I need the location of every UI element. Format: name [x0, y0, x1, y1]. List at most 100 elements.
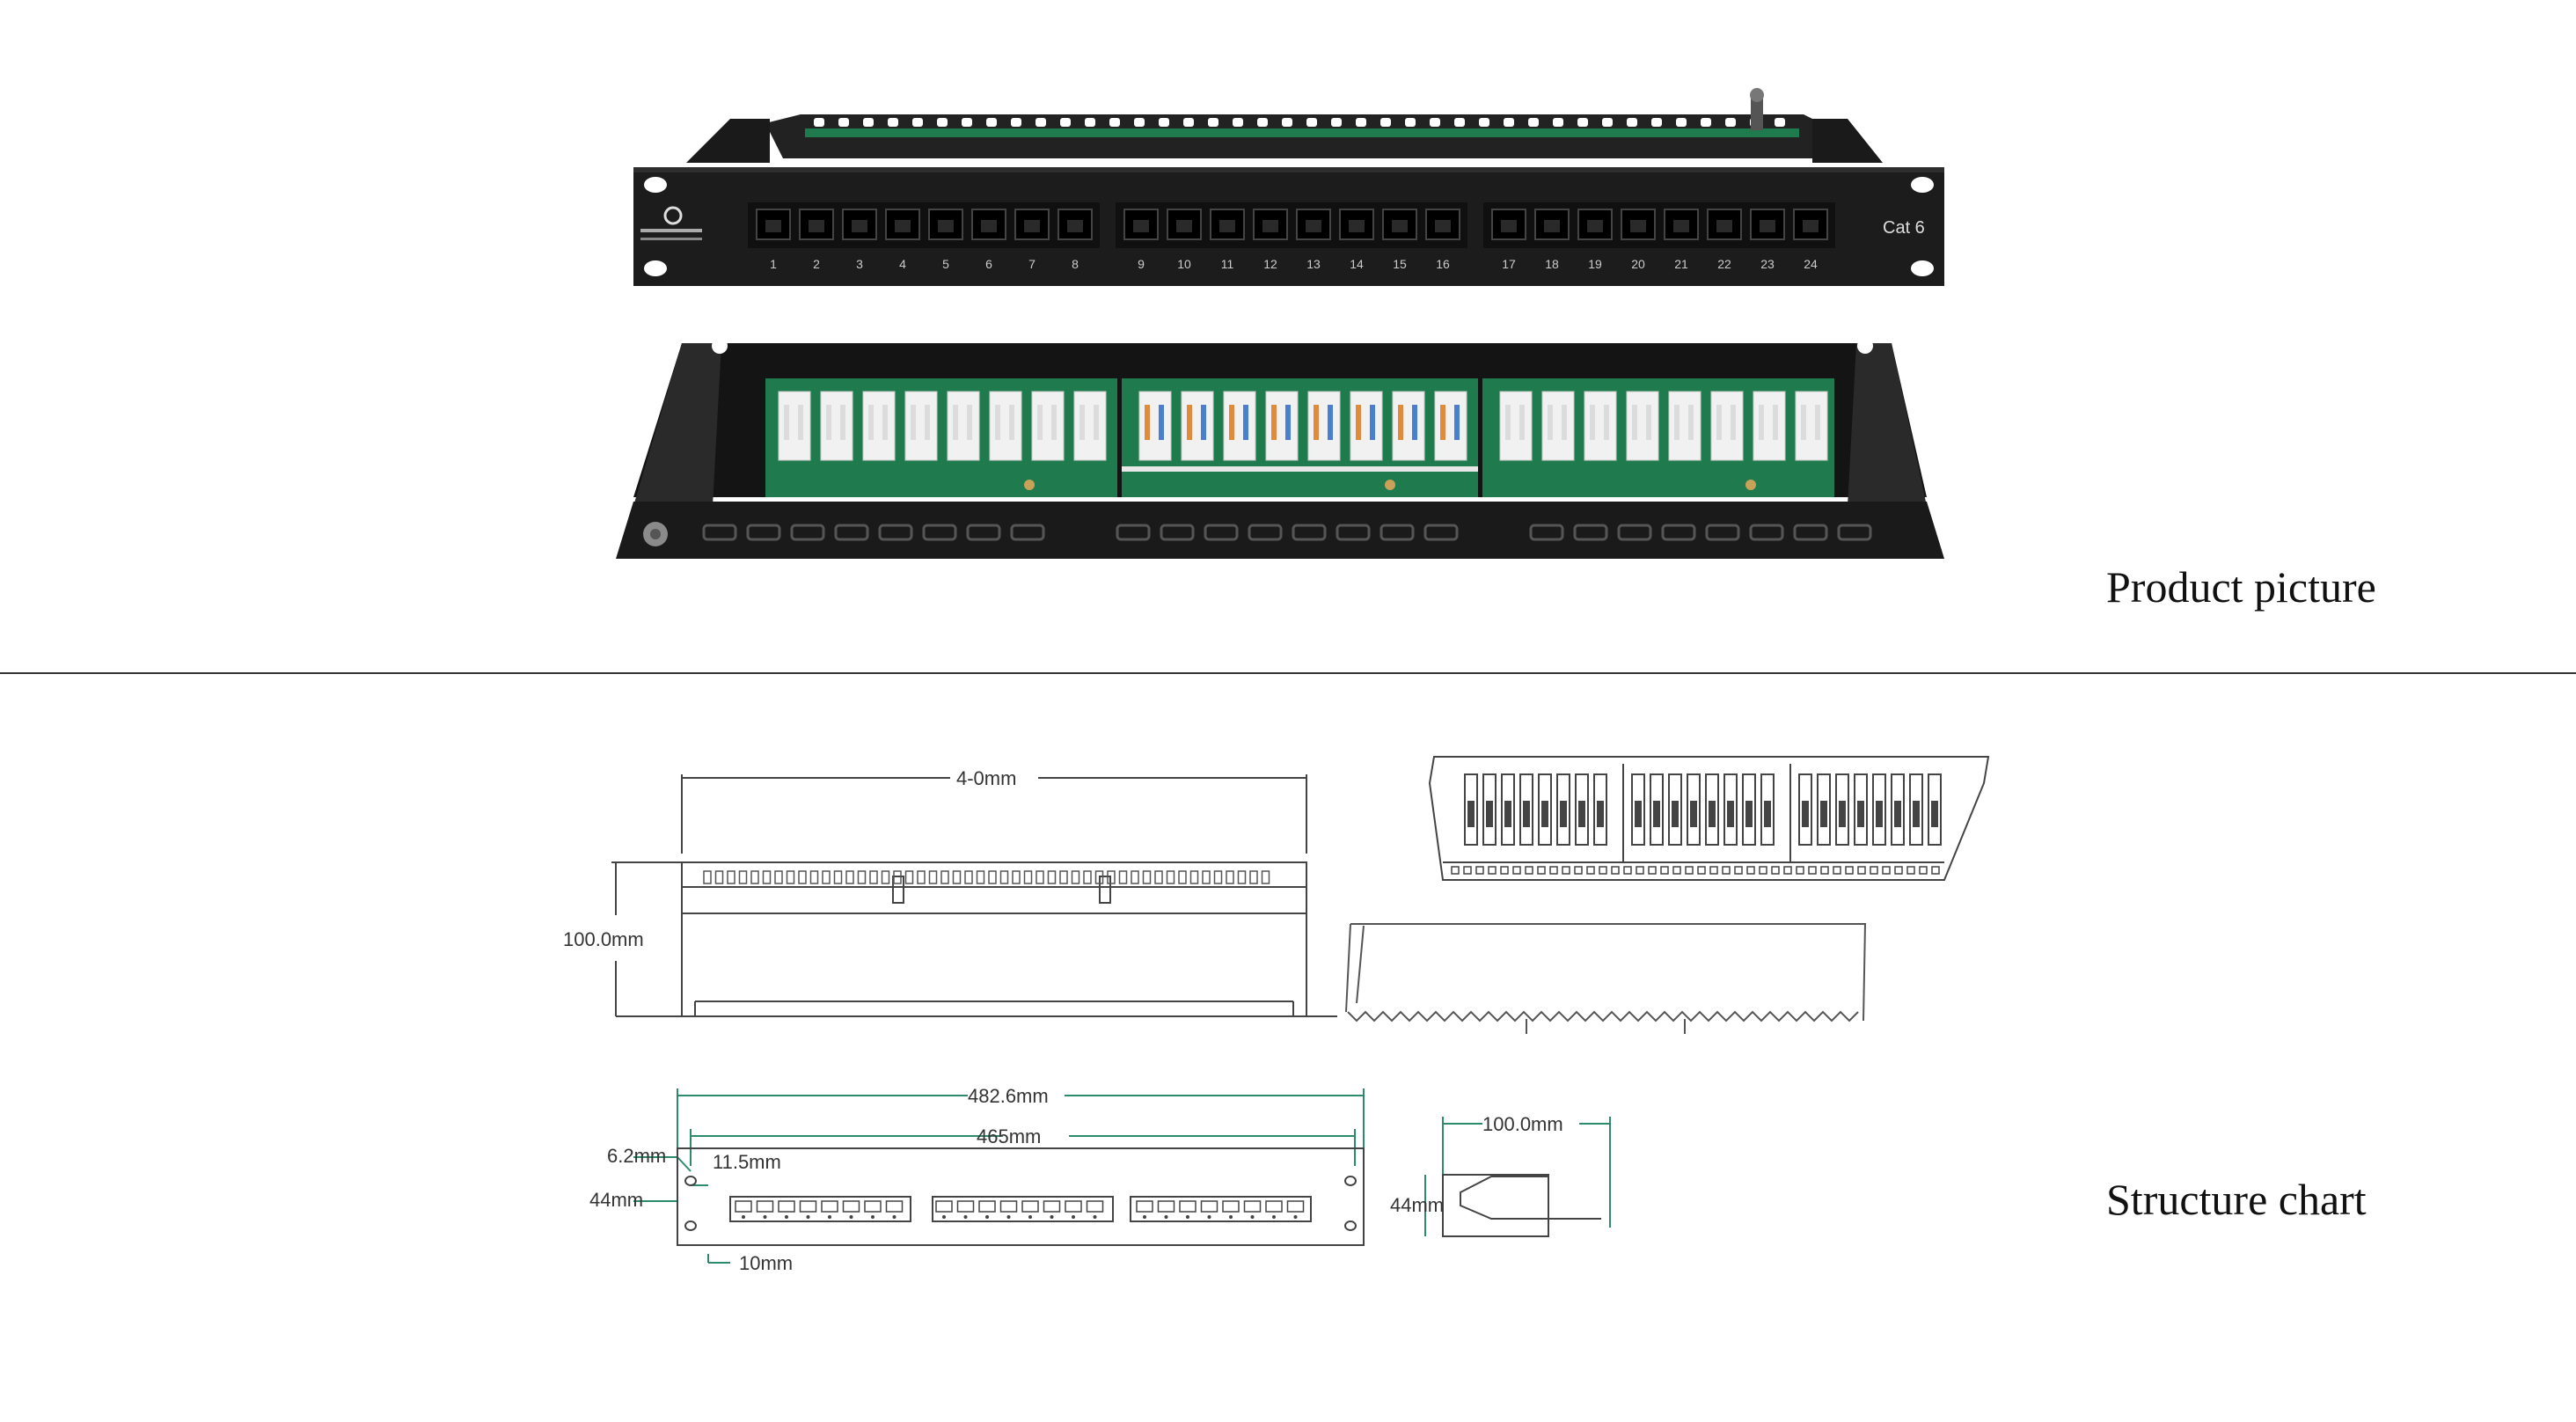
screw-icon: [1385, 480, 1395, 490]
idc-block: [778, 391, 811, 461]
port-outline: [1136, 1200, 1153, 1213]
idc-block-outline: [1501, 773, 1515, 846]
cable-slot: [746, 524, 781, 541]
front-panel-dimension-drawing: 482.6mm 465mm 6.2mm 11.5mm 44mm 10mm: [589, 1085, 1365, 1274]
section-divider: [0, 672, 2576, 674]
port-outline: [1043, 1200, 1061, 1213]
cable-slot: [1573, 524, 1608, 541]
idc-block: [1350, 391, 1383, 461]
idc-block-outline: [1854, 773, 1868, 846]
idc-block: [989, 391, 1022, 461]
port-number: 5: [942, 257, 949, 271]
idc-block: [1223, 391, 1256, 461]
port-number: 10: [1177, 257, 1191, 271]
idc-block-outline: [1575, 773, 1589, 846]
port-outline: [735, 1200, 752, 1213]
port-outline: [885, 1200, 904, 1213]
cable-slot: [1204, 524, 1239, 541]
port-number: 15: [1393, 257, 1407, 271]
idc-block: [1710, 391, 1744, 461]
brand-logo-icon: [663, 206, 683, 225]
port-number: 2: [813, 257, 820, 271]
port-outline: [799, 1200, 817, 1213]
side-profile-drawing: [1345, 923, 1867, 1034]
idc-block: [1138, 391, 1172, 461]
idc-block: [904, 391, 938, 461]
cable-slot: [1423, 524, 1459, 541]
port-outline: [1065, 1200, 1082, 1213]
dim-hole-offset: 11.5mm: [713, 1151, 781, 1173]
cable-slot: [702, 524, 737, 541]
cable-slot: [1749, 524, 1784, 541]
idc-block-outline: [1650, 773, 1664, 846]
port-outline: [1243, 1200, 1262, 1213]
port-outline: [935, 1200, 953, 1213]
port-number: 19: [1588, 257, 1602, 271]
cable-slot: [1705, 524, 1740, 541]
port-outline: [756, 1200, 774, 1213]
port-number: 22: [1717, 257, 1731, 271]
port-outline: [978, 1200, 996, 1213]
port-outline: [778, 1200, 795, 1213]
port-number: 16: [1436, 257, 1450, 271]
idc-block: [1499, 391, 1533, 461]
rj45-port: [1057, 209, 1093, 240]
port-number: 11: [1221, 257, 1234, 271]
idc-block: [1668, 391, 1701, 461]
port-number: 8: [1072, 257, 1079, 271]
idc-block-outline: [1760, 773, 1775, 846]
port-number: 21: [1674, 257, 1688, 271]
port-outline: [1286, 1200, 1305, 1213]
rj45-port: [1253, 209, 1288, 240]
idc-block: [1584, 391, 1617, 461]
cable-slot: [1292, 524, 1327, 541]
cable-slot: [1160, 524, 1195, 541]
cable-slot: [1793, 524, 1828, 541]
dim-overall-width: 482.6mm: [968, 1085, 1049, 1107]
idc-block-outline: [1519, 773, 1533, 846]
port-number: 3: [856, 257, 863, 271]
idc-block-outline: [1909, 773, 1923, 846]
cable-slot: [1248, 524, 1283, 541]
cable-slot: [922, 524, 957, 541]
port-outline: [1086, 1200, 1104, 1213]
cable-slot: [1379, 524, 1415, 541]
dim-side-depth: 100.0mm: [1482, 1113, 1563, 1135]
idc-block-outline: [1631, 773, 1645, 846]
idc-block: [862, 391, 896, 461]
port-number: 14: [1350, 257, 1364, 271]
idc-block: [1392, 391, 1425, 461]
cable-slot: [1661, 524, 1696, 541]
idc-block-outline: [1668, 773, 1682, 846]
idc-block-outline: [1593, 773, 1607, 846]
idc-block-outline: [1556, 773, 1570, 846]
cable-slot: [878, 524, 913, 541]
dim-height: 100.0mm: [563, 928, 644, 950]
port-outline: [1179, 1200, 1197, 1213]
idc-block: [1795, 391, 1828, 461]
idc-block-outline: [1928, 773, 1942, 846]
idc-block-outline: [1835, 773, 1849, 846]
port-outline: [842, 1200, 860, 1213]
idc-block: [947, 391, 980, 461]
port-number: 17: [1502, 257, 1516, 271]
port-number: 12: [1263, 257, 1277, 271]
cable-slot: [834, 524, 869, 541]
cable-slot: [1837, 524, 1872, 541]
port-outline: [1222, 1200, 1240, 1213]
port-outline: [1021, 1200, 1039, 1213]
port-number: 4: [899, 257, 906, 271]
port-outline: [1200, 1200, 1218, 1213]
screw-icon: [1745, 480, 1756, 490]
port-number: 7: [1028, 257, 1036, 271]
port-outline: [1157, 1200, 1175, 1213]
cable-slot: [1010, 524, 1045, 541]
pcb-board: [765, 378, 1117, 497]
idc-block: [1073, 391, 1107, 461]
cable-slot: [1529, 524, 1564, 541]
port-outline: [999, 1200, 1018, 1213]
idc-block-outline: [1817, 773, 1831, 846]
idc-block-outline: [1742, 773, 1756, 846]
idc-block-outline: [1798, 773, 1812, 846]
